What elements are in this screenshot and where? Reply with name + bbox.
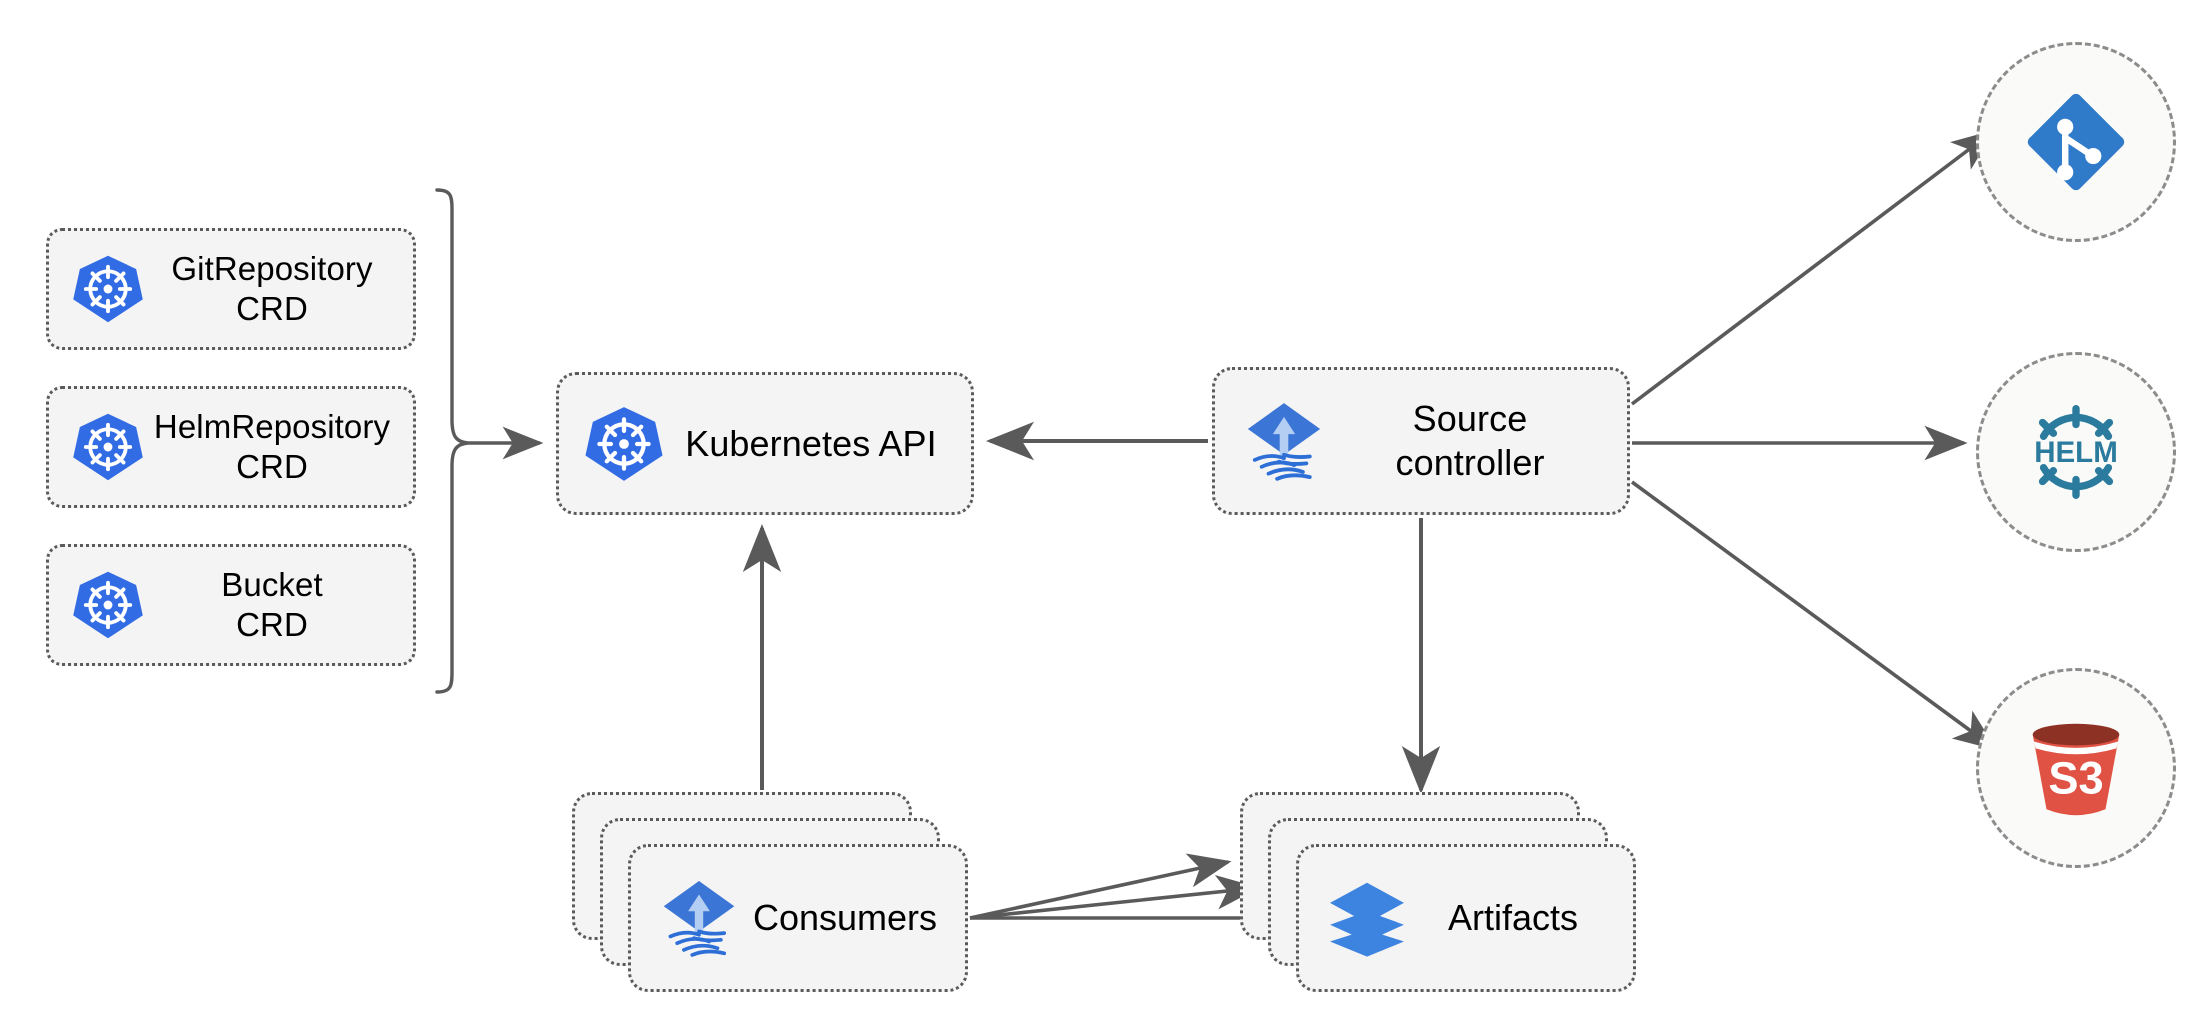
kubernetes-icon — [71, 410, 145, 484]
edge-source-controller-to-git — [1630, 129, 1995, 406]
consumers-label: Consumers — [752, 897, 938, 938]
crd-bracket — [435, 188, 469, 694]
source-controller-node[interactable]: Source controller — [1212, 367, 1630, 515]
source-controller-label: Source controller — [1395, 398, 1545, 483]
flux-icon — [1241, 398, 1327, 484]
helm-icon: HELM — [2017, 393, 2135, 511]
edge-consumers-to-artifacts-back — [969, 853, 1232, 920]
gitrepository-crd-node[interactable]: GitRepository CRD — [46, 228, 416, 350]
flux-icon — [657, 876, 741, 960]
consumers-group[interactable]: Consumers — [572, 792, 968, 992]
edge-source-controller-to-s3 — [1630, 480, 1997, 751]
kubernetes-api-label: Kubernetes API — [685, 422, 937, 464]
helmrepository-crd-label: HelmRepository CRD — [153, 407, 391, 485]
artifacts-label: Artifacts — [1447, 897, 1579, 938]
s3-source-node[interactable]: S3 — [1976, 668, 2176, 868]
s3-wordmark: S3 — [2048, 753, 2103, 804]
s3-icon: S3 — [2017, 709, 2135, 827]
layers-icon — [1325, 876, 1409, 960]
helm-source-node[interactable]: HELM — [1976, 352, 2176, 552]
bucket-crd-node[interactable]: Bucket CRD — [46, 544, 416, 666]
git-source-node[interactable] — [1976, 42, 2176, 242]
helmrepository-crd-node[interactable]: HelmRepository CRD — [46, 386, 416, 508]
artifacts-group[interactable]: Artifacts — [1240, 792, 1636, 992]
helm-wordmark: HELM — [2034, 436, 2118, 469]
kubernetes-icon — [583, 403, 665, 485]
kubernetes-api-node[interactable]: Kubernetes API — [556, 372, 974, 515]
edge-consumers-to-artifacts-mid — [969, 874, 1260, 920]
artifacts-node[interactable]: Artifacts — [1296, 844, 1636, 992]
git-icon — [2022, 88, 2130, 196]
kubernetes-icon — [71, 252, 145, 326]
consumers-node[interactable]: Consumers — [628, 844, 968, 992]
gitrepository-crd-label: GitRepository CRD — [171, 249, 373, 327]
bucket-crd-label: Bucket CRD — [221, 565, 323, 643]
kubernetes-icon — [71, 568, 145, 642]
